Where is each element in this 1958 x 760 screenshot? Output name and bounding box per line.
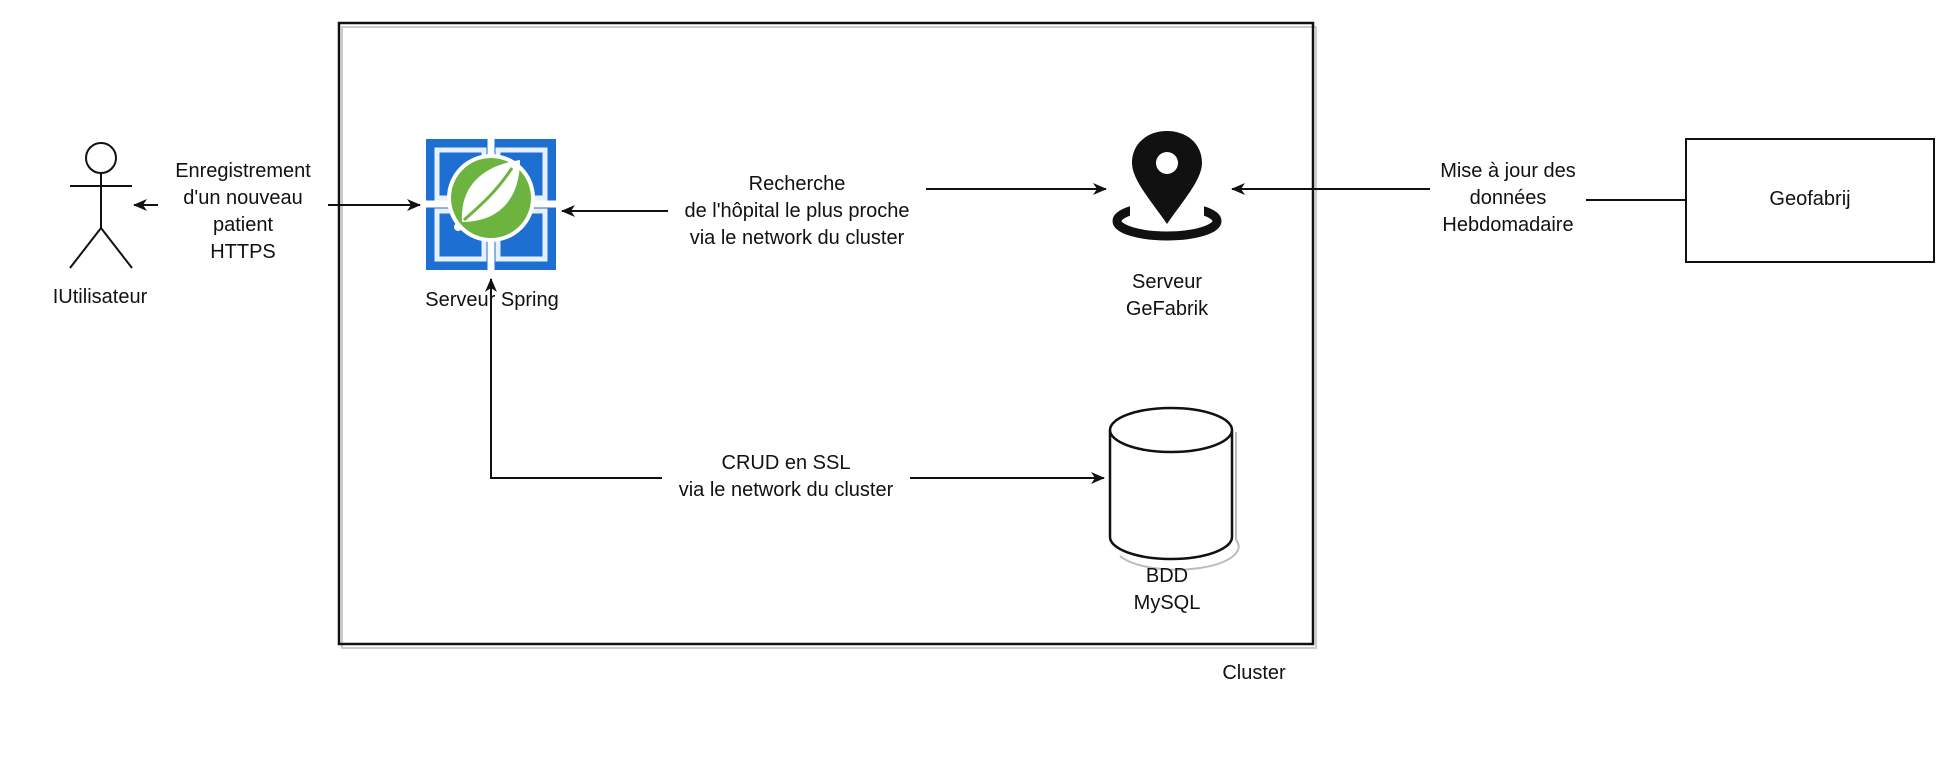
spring-server-label: Serveur Spring — [425, 289, 559, 311]
spring-leaf-icon — [426, 139, 556, 270]
gefabrik-label: Serveur GeFabrik — [1087, 269, 1247, 323]
edge-label-spring-bdd: CRUD en SSL via le network du cluster — [662, 450, 910, 504]
edge-label-geofabrij-gefabrik: Mise à jour des données Hebdomadaire — [1430, 158, 1586, 239]
edge-label-user-spring-line-3: patient — [212, 214, 274, 236]
user-label: IUtilisateur — [52, 286, 148, 308]
geofabrij-box — [1685, 138, 1935, 263]
location-pin-icon — [1112, 131, 1222, 241]
database-cylinder-shadow — [1119, 432, 1240, 571]
edge-label-spring-gefabrik-line-2: de l'hôpital le plus proche — [684, 200, 910, 222]
edge-spring-bdd — [485, 278, 1105, 484]
bdd-label-line-1: BDD — [1145, 565, 1189, 587]
edge-label-spring-gefabrik-line-3: via le network du cluster — [689, 227, 905, 249]
cluster-label: Cluster — [1222, 662, 1286, 684]
edge-label-spring-bdd-line-2: via le network du cluster — [678, 479, 894, 501]
edge-label-geofabrij-gefabrik-line-2: données — [1469, 187, 1547, 209]
edge-label-user-spring-line-1: Enregistrement — [175, 160, 311, 182]
bdd-label: BDD MySQL — [1097, 563, 1237, 617]
bdd-label-line-2: MySQL — [1133, 592, 1201, 614]
edge-label-user-spring-line-4: HTTPS — [210, 241, 276, 263]
database-cylinder-icon — [1108, 406, 1234, 561]
cluster-boundary — [337, 21, 1317, 649]
edge-label-spring-gefabrik: Recherche de l'hôpital le plus proche vi… — [668, 171, 926, 252]
edge-label-geofabrij-gefabrik-line-3: Hebdomadaire — [1442, 214, 1574, 236]
gefabrik-label-line-1: Serveur — [1131, 271, 1203, 293]
edge-label-geofabrij-gefabrik-line-1: Mise à jour des — [1440, 160, 1576, 182]
person-icon — [69, 142, 133, 269]
geofabrij-label: Geofabrij — [1769, 188, 1851, 210]
gefabrik-label-line-2: GeFabrik — [1125, 298, 1209, 320]
edge-label-spring-gefabrik-line-1: Recherche — [748, 173, 846, 195]
edge-label-user-spring: Enregistrement d'un nouveau patient HTTP… — [158, 158, 328, 266]
edge-spring-gefabrik — [561, 183, 1107, 217]
edge-label-spring-bdd-line-1: CRUD en SSL — [721, 452, 851, 474]
edge-geofabrij-gefabrik — [1231, 183, 1686, 201]
edge-label-user-spring-line-2: d'un nouveau — [183, 187, 303, 209]
